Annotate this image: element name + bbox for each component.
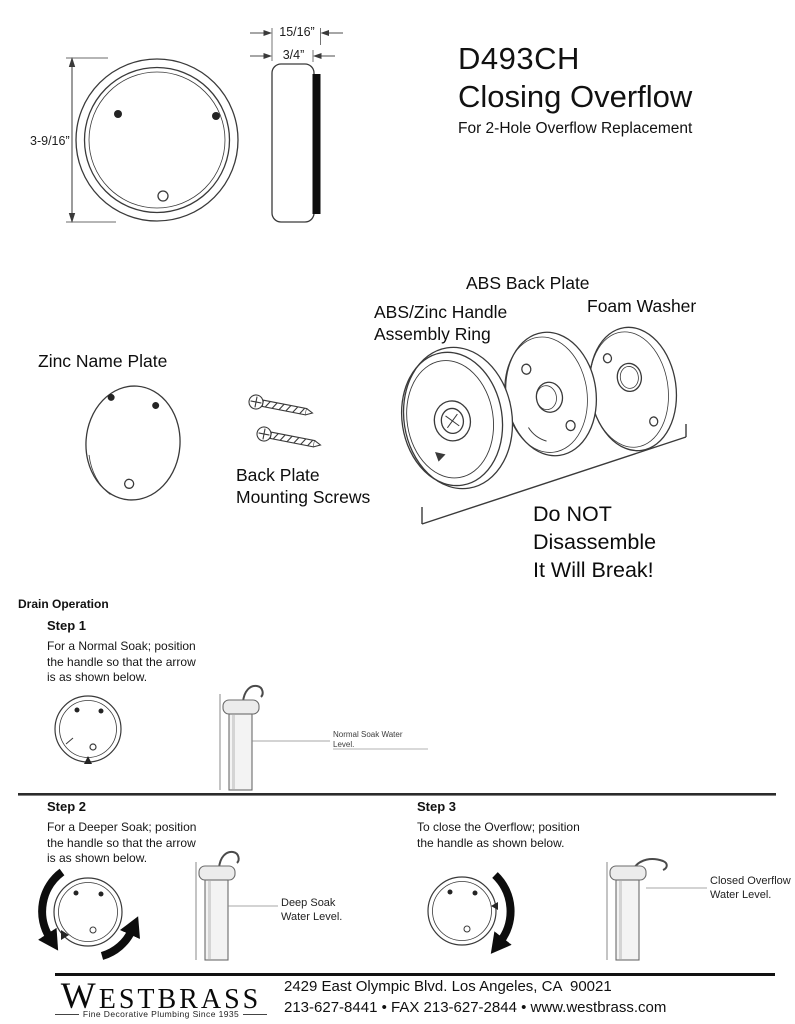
step2-label: Step 2 <box>47 799 87 814</box>
step1-pipe-diagram <box>219 684 428 791</box>
zinc-name-plate-diagram <box>85 385 181 501</box>
handle-assembly-label: ABS/Zinc Handle Assembly Ring <box>374 302 508 344</box>
dimension-total-depth-label: 15/16” <box>279 25 315 39</box>
foam-washer-label: Foam Washer <box>587 296 697 316</box>
faceplate-side-diagram <box>250 28 343 223</box>
brand-tagline-text: Fine Decorative Plumbing Since 1935 <box>82 1009 240 1019</box>
page-title-model: D493CH <box>458 41 580 76</box>
rotate-arrow-left-icon <box>38 868 65 951</box>
warning-line-1: Do NOT <box>533 502 612 526</box>
section-divider <box>18 793 776 796</box>
step2-pipe-diagram <box>195 850 278 961</box>
mounting-screws-diagram <box>248 394 322 448</box>
step3-dial-diagram <box>427 872 515 954</box>
step3-pipe-diagram <box>606 858 707 961</box>
mounting-screws-label: Back Plate Mounting Screws <box>236 465 371 507</box>
handle-assembly-diagram <box>400 346 514 490</box>
step3-instructions: To close the Overflow; position the hand… <box>417 820 580 850</box>
rotate-arrow-right-icon <box>490 872 515 954</box>
rotate-arrow-bottom-icon <box>100 916 140 960</box>
page-title-product: Closing Overflow <box>458 79 693 114</box>
footer-rule <box>55 973 775 976</box>
step1-dial-diagram <box>54 695 122 764</box>
step3-label: Step 3 <box>417 799 457 814</box>
step2-instructions: For a Deeper Soak; position the handle s… <box>47 820 197 865</box>
step1-instructions: For a Normal Soak; position the handle s… <box>47 639 196 684</box>
drain-operation-heading: Drain Operation <box>18 597 109 611</box>
warning-line-3: It Will Break! <box>533 558 654 582</box>
step2-water-level-label: Deep Soak Water Level. <box>281 897 343 923</box>
step1-label: Step 1 <box>47 618 87 633</box>
dimension-diameter-label: 3-9/16” <box>30 134 70 148</box>
dimension-plate-depth-label: 3/4” <box>282 48 305 62</box>
do-not-disassemble-warning: Do NOT Disassemble It Will Break! <box>533 500 656 584</box>
step3-water-level-label: Closed Overflow Water Level. <box>710 875 791 901</box>
abs-back-plate-label: ABS Back Plate <box>466 273 590 293</box>
step2-dial-diagram <box>38 868 140 960</box>
zinc-name-plate-label: Zinc Name Plate <box>38 351 168 371</box>
foam-washer-diagram <box>588 326 678 452</box>
footer-address: 2429 East Olympic Blvd. Los Angeles, CA … <box>284 978 612 995</box>
step1-water-level-label: Normal Soak Water Level. <box>333 730 403 749</box>
faceplate-front-diagram <box>66 57 239 223</box>
warning-line-2: Disassemble <box>533 530 657 554</box>
warning-leader-line <box>421 424 687 525</box>
footer-contact: 213-627-8441 • FAX 213-627-2844 • www.we… <box>284 999 667 1016</box>
page-title-subtitle: For 2-Hole Overflow Replacement <box>458 120 693 137</box>
back-plate-diagram <box>504 331 598 457</box>
brand-tagline: Fine Decorative Plumbing Since 1935 <box>55 1009 267 1019</box>
